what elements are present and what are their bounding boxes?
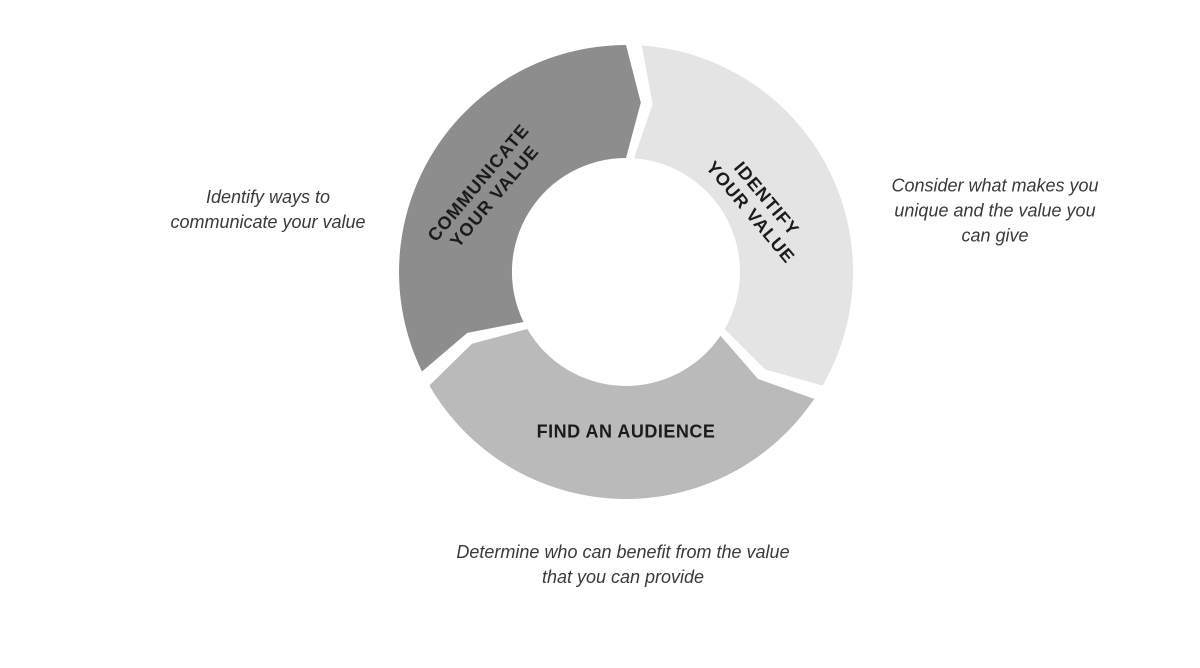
annotation-line: can give bbox=[961, 225, 1029, 246]
annotation-identify-your-value: Consider what makes you unique and the v… bbox=[891, 174, 1098, 249]
annotation-find-an-audience: Determine who can benefit from the value… bbox=[456, 540, 789, 590]
annotation-line: Identify ways to bbox=[205, 187, 331, 207]
annotation-line: Consider what makes you bbox=[891, 175, 1099, 196]
segment-communicate-your-value-shape bbox=[399, 45, 641, 372]
annotation-line: communicate your value bbox=[170, 212, 366, 232]
annotation-line: Determine who can benefit from the value bbox=[456, 542, 790, 562]
annotation-line: unique and the value you bbox=[894, 200, 1096, 221]
segment-find-an-audience-shape bbox=[429, 329, 815, 499]
annotation-line: that you can provide bbox=[541, 567, 705, 587]
segment-label-find-an-audience: FIND AN AUDIENCE bbox=[537, 421, 716, 442]
segment-label-line: FIND AN AUDIENCE bbox=[536, 421, 716, 442]
segment-identify-your-value-shape bbox=[634, 45, 854, 386]
annotation-communicate-your-value: Identify ways to communicate your value bbox=[170, 185, 365, 235]
